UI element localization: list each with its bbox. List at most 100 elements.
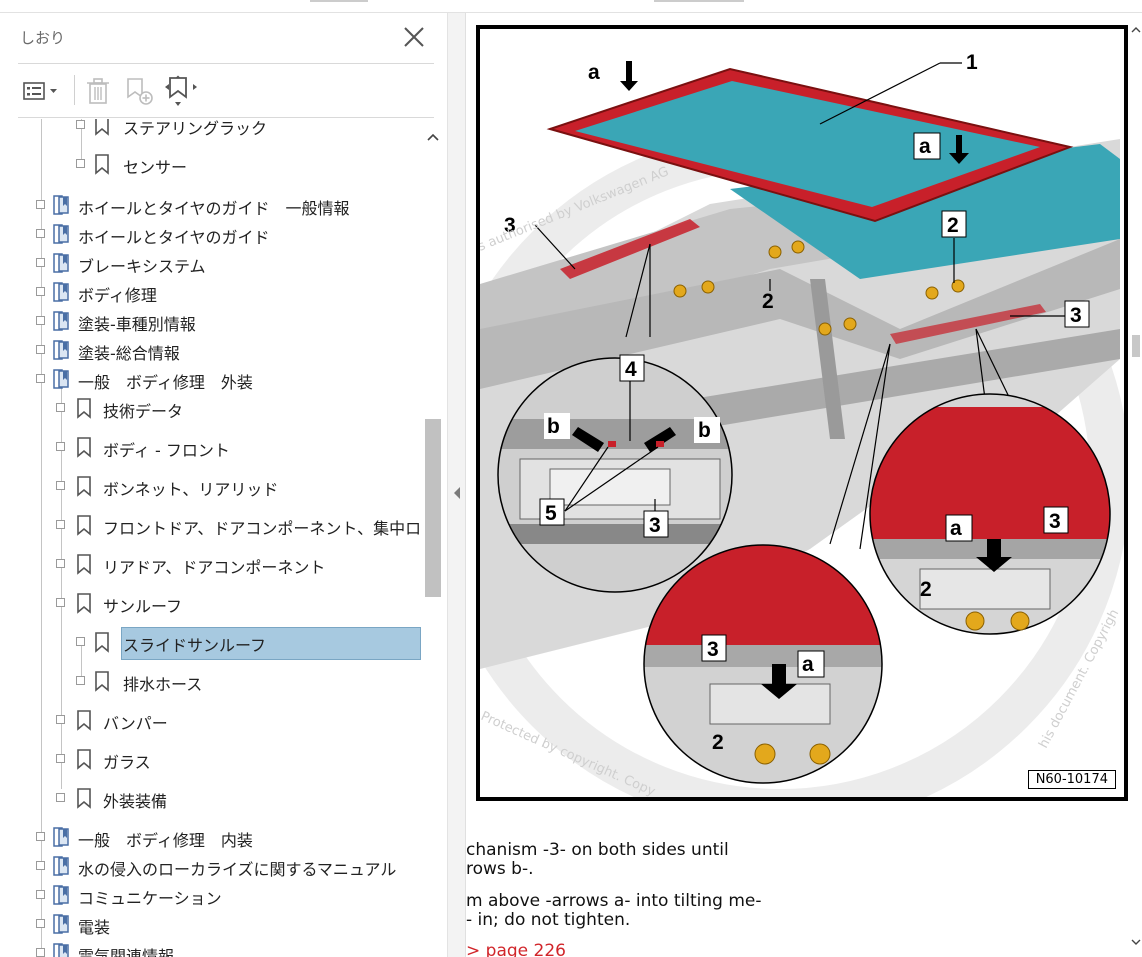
toolbar-divider	[18, 117, 434, 118]
page-reference-link[interactable]: > page 226	[466, 941, 566, 957]
bookmark-icon	[95, 671, 109, 692]
bookmark-row[interactable]: ホイールとタイヤのガイド	[0, 220, 424, 248]
sunroof-illustration: 1 3 2 2 3 a a	[480, 51, 1124, 797]
bookmark-label: ブレーキシステム	[78, 257, 206, 276]
expand-toggle[interactable]	[36, 345, 45, 354]
tree-connector-line	[41, 119, 42, 957]
arrow-label-a: a	[919, 135, 931, 158]
expand-toggle[interactable]	[56, 715, 65, 724]
bookmark-label: ステアリングラック	[123, 119, 268, 138]
expand-toggle[interactable]	[56, 403, 65, 412]
bookmark-icon	[77, 710, 91, 731]
bookmark-row[interactable]: 外装装備	[0, 784, 424, 812]
bookmark-row[interactable]: 技術データ	[0, 394, 424, 422]
callout-2: 2	[920, 578, 932, 601]
top-strip-segment	[310, 0, 368, 2]
trash-icon[interactable]	[84, 75, 112, 107]
options-menu-icon[interactable]	[22, 75, 62, 107]
expand-toggle[interactable]	[36, 287, 45, 296]
tree-scrollbar[interactable]	[424, 119, 442, 957]
expand-toggle[interactable]	[36, 861, 45, 870]
expand-toggle[interactable]	[36, 316, 45, 325]
bookmark-row[interactable]: ブレーキシステム	[0, 249, 424, 277]
toolbar-separator	[74, 75, 75, 105]
bookmark-row[interactable]: ボディ修理	[0, 278, 424, 306]
expand-toggle[interactable]	[56, 598, 65, 607]
expand-toggle[interactable]	[36, 229, 45, 238]
doc-text-line: rows b-.	[466, 859, 534, 879]
bookmark-row[interactable]: 水の侵入のローカライズに関するマニュアル	[0, 852, 424, 880]
scroll-up-icon[interactable]	[1131, 25, 1141, 35]
expand-toggle[interactable]	[36, 919, 45, 928]
bookmark-row[interactable]: 電装	[0, 910, 424, 938]
expand-toggle[interactable]	[36, 832, 45, 841]
expand-toggle[interactable]	[56, 754, 65, 763]
bookmark-row[interactable]: 塗装-車種別情報	[0, 307, 424, 335]
scroll-down-icon[interactable]	[1131, 937, 1141, 947]
expand-toggle[interactable]	[76, 159, 85, 168]
bookmark-label: 外装装備	[103, 792, 168, 811]
scroll-up-icon[interactable]	[424, 129, 442, 145]
expand-toggle[interactable]	[36, 948, 45, 957]
book-bookmark-icon	[53, 914, 69, 934]
expand-toggle[interactable]	[36, 890, 45, 899]
tree-connector-line	[61, 379, 62, 789]
arrow-label-b: b	[547, 415, 560, 438]
bookmark-label: 一般 ボディ修理 内装	[78, 831, 253, 850]
book-bookmark-icon	[53, 253, 69, 273]
panel-header: しおり	[0, 13, 448, 63]
bookmark-icon	[95, 632, 109, 653]
expand-toggle[interactable]	[76, 120, 85, 129]
bookmark-row[interactable]: 電気関連情報	[0, 939, 424, 957]
bookmark-row[interactable]: バンパー	[0, 706, 424, 734]
callout-3: 3	[1070, 304, 1082, 327]
expand-toggle[interactable]	[76, 676, 85, 685]
expand-toggle[interactable]	[56, 481, 65, 490]
document-page: 1 3 2 2 3 a a	[466, 13, 1130, 957]
bookmark-icon	[77, 398, 91, 419]
bookmark-row[interactable]: 一般 ボディ修理 内装	[0, 823, 424, 851]
callout-2: 2	[947, 214, 959, 237]
bookmark-row[interactable]: 一般 ボディ修理 外装	[0, 365, 424, 393]
bookmark-row[interactable]: ボディ - フロント	[0, 433, 424, 461]
bookmark-row[interactable]: センサー	[0, 150, 424, 178]
bookmarks-panel: しおり	[0, 13, 448, 957]
bookmark-row[interactable]: リアドア、ドアコンポーネント	[0, 550, 424, 578]
bookmark-row[interactable]: ガラス	[0, 745, 424, 773]
bookmark-row[interactable]: ボンネット、リアリッド	[0, 472, 424, 500]
bookmark-row[interactable]: コミュニケーション	[0, 881, 424, 909]
book-bookmark-icon	[53, 195, 69, 215]
bookmark-row[interactable]: ホイールとタイヤのガイド 一般情報	[0, 191, 424, 219]
document-scrollbar-thumb[interactable]	[1132, 335, 1140, 357]
expand-toggle[interactable]	[36, 374, 45, 383]
sunroof-figure: 1 3 2 2 3 a a	[476, 25, 1128, 801]
bookmark-icon	[95, 119, 109, 136]
book-bookmark-icon	[53, 224, 69, 244]
bookmark-row[interactable]: サンルーフ	[0, 589, 424, 617]
panel-collapse-handle[interactable]	[448, 13, 466, 957]
bookmark-label: 塗装-車種別情報	[78, 315, 196, 334]
bookmark-row[interactable]: フロントドア、ドアコンポーネント、集中ロック	[0, 511, 424, 539]
doc-text-line: - in; do not tighten.	[466, 910, 631, 930]
bookmark-row[interactable]: 排水ホース	[0, 667, 424, 695]
expand-toggle[interactable]	[56, 559, 65, 568]
find-current-bookmark-icon[interactable]	[164, 75, 198, 107]
expand-toggle[interactable]	[56, 520, 65, 529]
collapse-left-icon[interactable]	[453, 487, 461, 499]
expand-toggle[interactable]	[36, 200, 45, 209]
bookmark-label: ボディ修理	[78, 286, 157, 305]
new-bookmark-icon[interactable]	[124, 75, 156, 107]
document-scrollbar[interactable]	[1130, 13, 1142, 957]
bookmark-row[interactable]: スライドサンルーフ	[0, 627, 424, 660]
expand-toggle[interactable]	[76, 637, 85, 646]
expand-toggle[interactable]	[56, 793, 65, 802]
bookmark-row[interactable]: ステアリングラック	[0, 119, 424, 139]
book-bookmark-icon	[53, 885, 69, 905]
expand-toggle[interactable]	[36, 258, 45, 267]
tree-scrollbar-thumb[interactable]	[425, 419, 441, 597]
bookmark-label: リアドア、ドアコンポーネント	[103, 558, 326, 577]
bookmark-row[interactable]: 塗装-総合情報	[0, 336, 424, 364]
bookmark-icon	[77, 593, 91, 614]
close-icon[interactable]	[400, 23, 428, 51]
expand-toggle[interactable]	[56, 442, 65, 451]
